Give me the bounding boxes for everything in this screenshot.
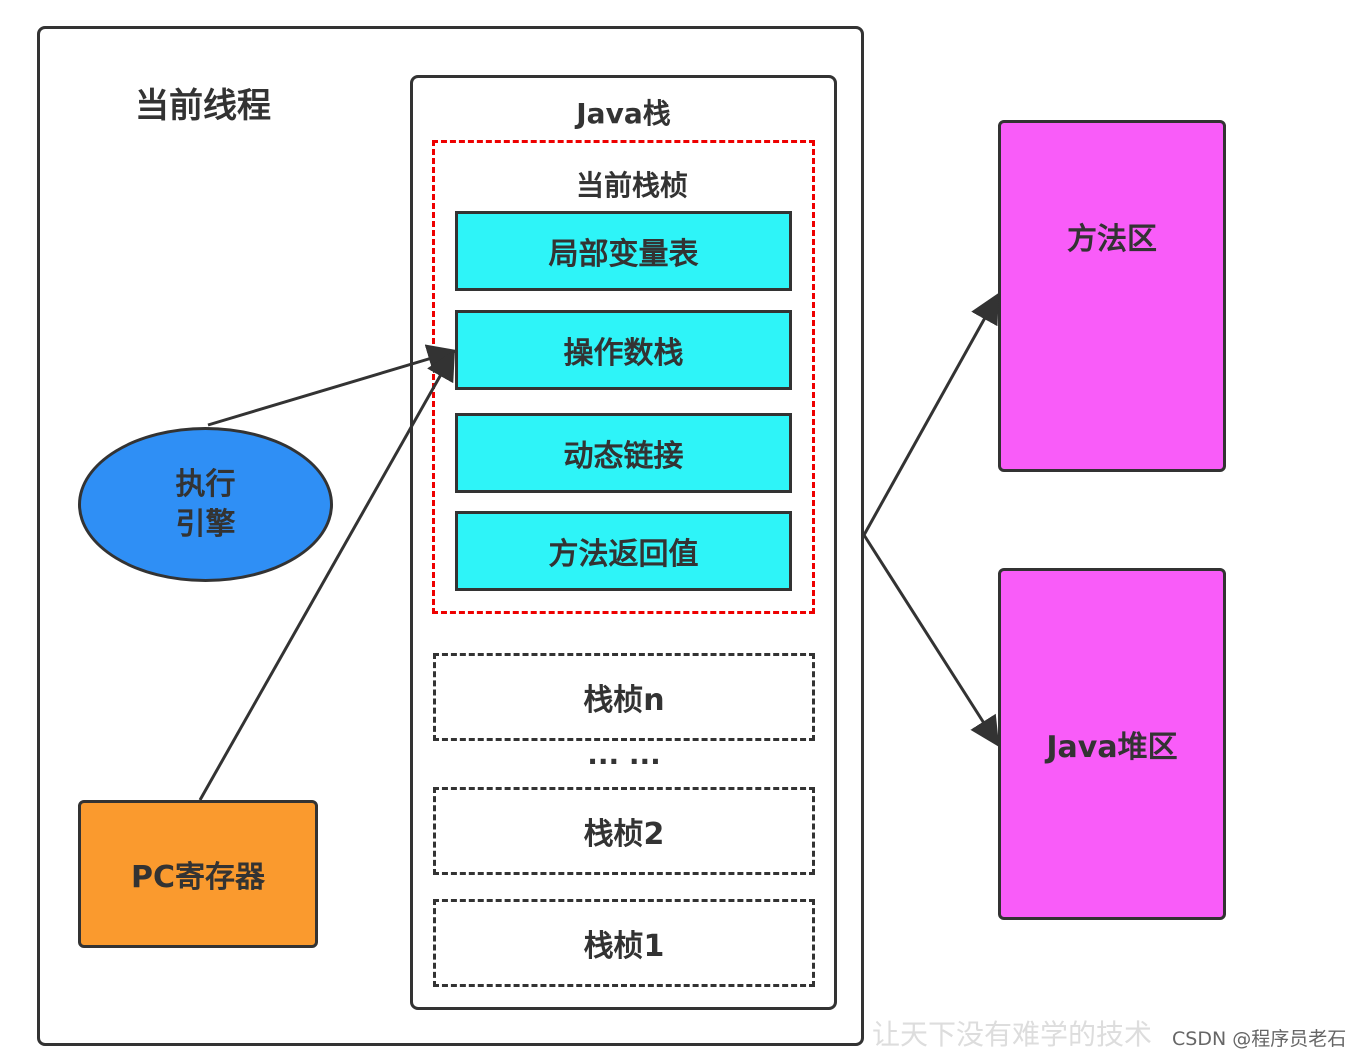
watermark: 让天下没有难学的技术: [872, 1018, 1153, 1051]
execution-engine: 执行 引擎: [78, 427, 333, 582]
current-thread-box: [37, 26, 864, 1046]
java-stack-title: Java栈: [576, 97, 671, 130]
frames-ellipsis: ··· ···: [587, 745, 661, 778]
pc-register: PC寄存器: [78, 800, 318, 948]
java-stack-box: [410, 75, 837, 1010]
dynamic-linking: 动态链接: [455, 413, 792, 493]
engine-line2: 引擎: [175, 506, 236, 542]
pc-to-operand-arrow: [198, 349, 455, 801]
stack-to-heap-arrow: [862, 534, 1000, 748]
local-variable-table: 局部变量表: [455, 211, 792, 291]
engine-to-operand-arrow: [207, 344, 458, 427]
frame-2: 栈桢2: [433, 787, 815, 875]
frame-1: 栈桢1: [433, 899, 815, 987]
engine-line1: 执行: [175, 466, 236, 502]
frame-n: 栈桢n: [433, 653, 815, 741]
return-address: 方法返回值: [455, 511, 792, 591]
java-heap: Java堆区: [998, 568, 1226, 920]
method-area: 方法区: [998, 120, 1226, 472]
stack-to-method-area-arrow: [862, 292, 999, 536]
csdn-credit: CSDN @程序员老石: [1172, 1028, 1347, 1050]
current-frame-title: 当前栈桢: [575, 169, 688, 202]
thread-title: 当前线程: [135, 86, 271, 126]
